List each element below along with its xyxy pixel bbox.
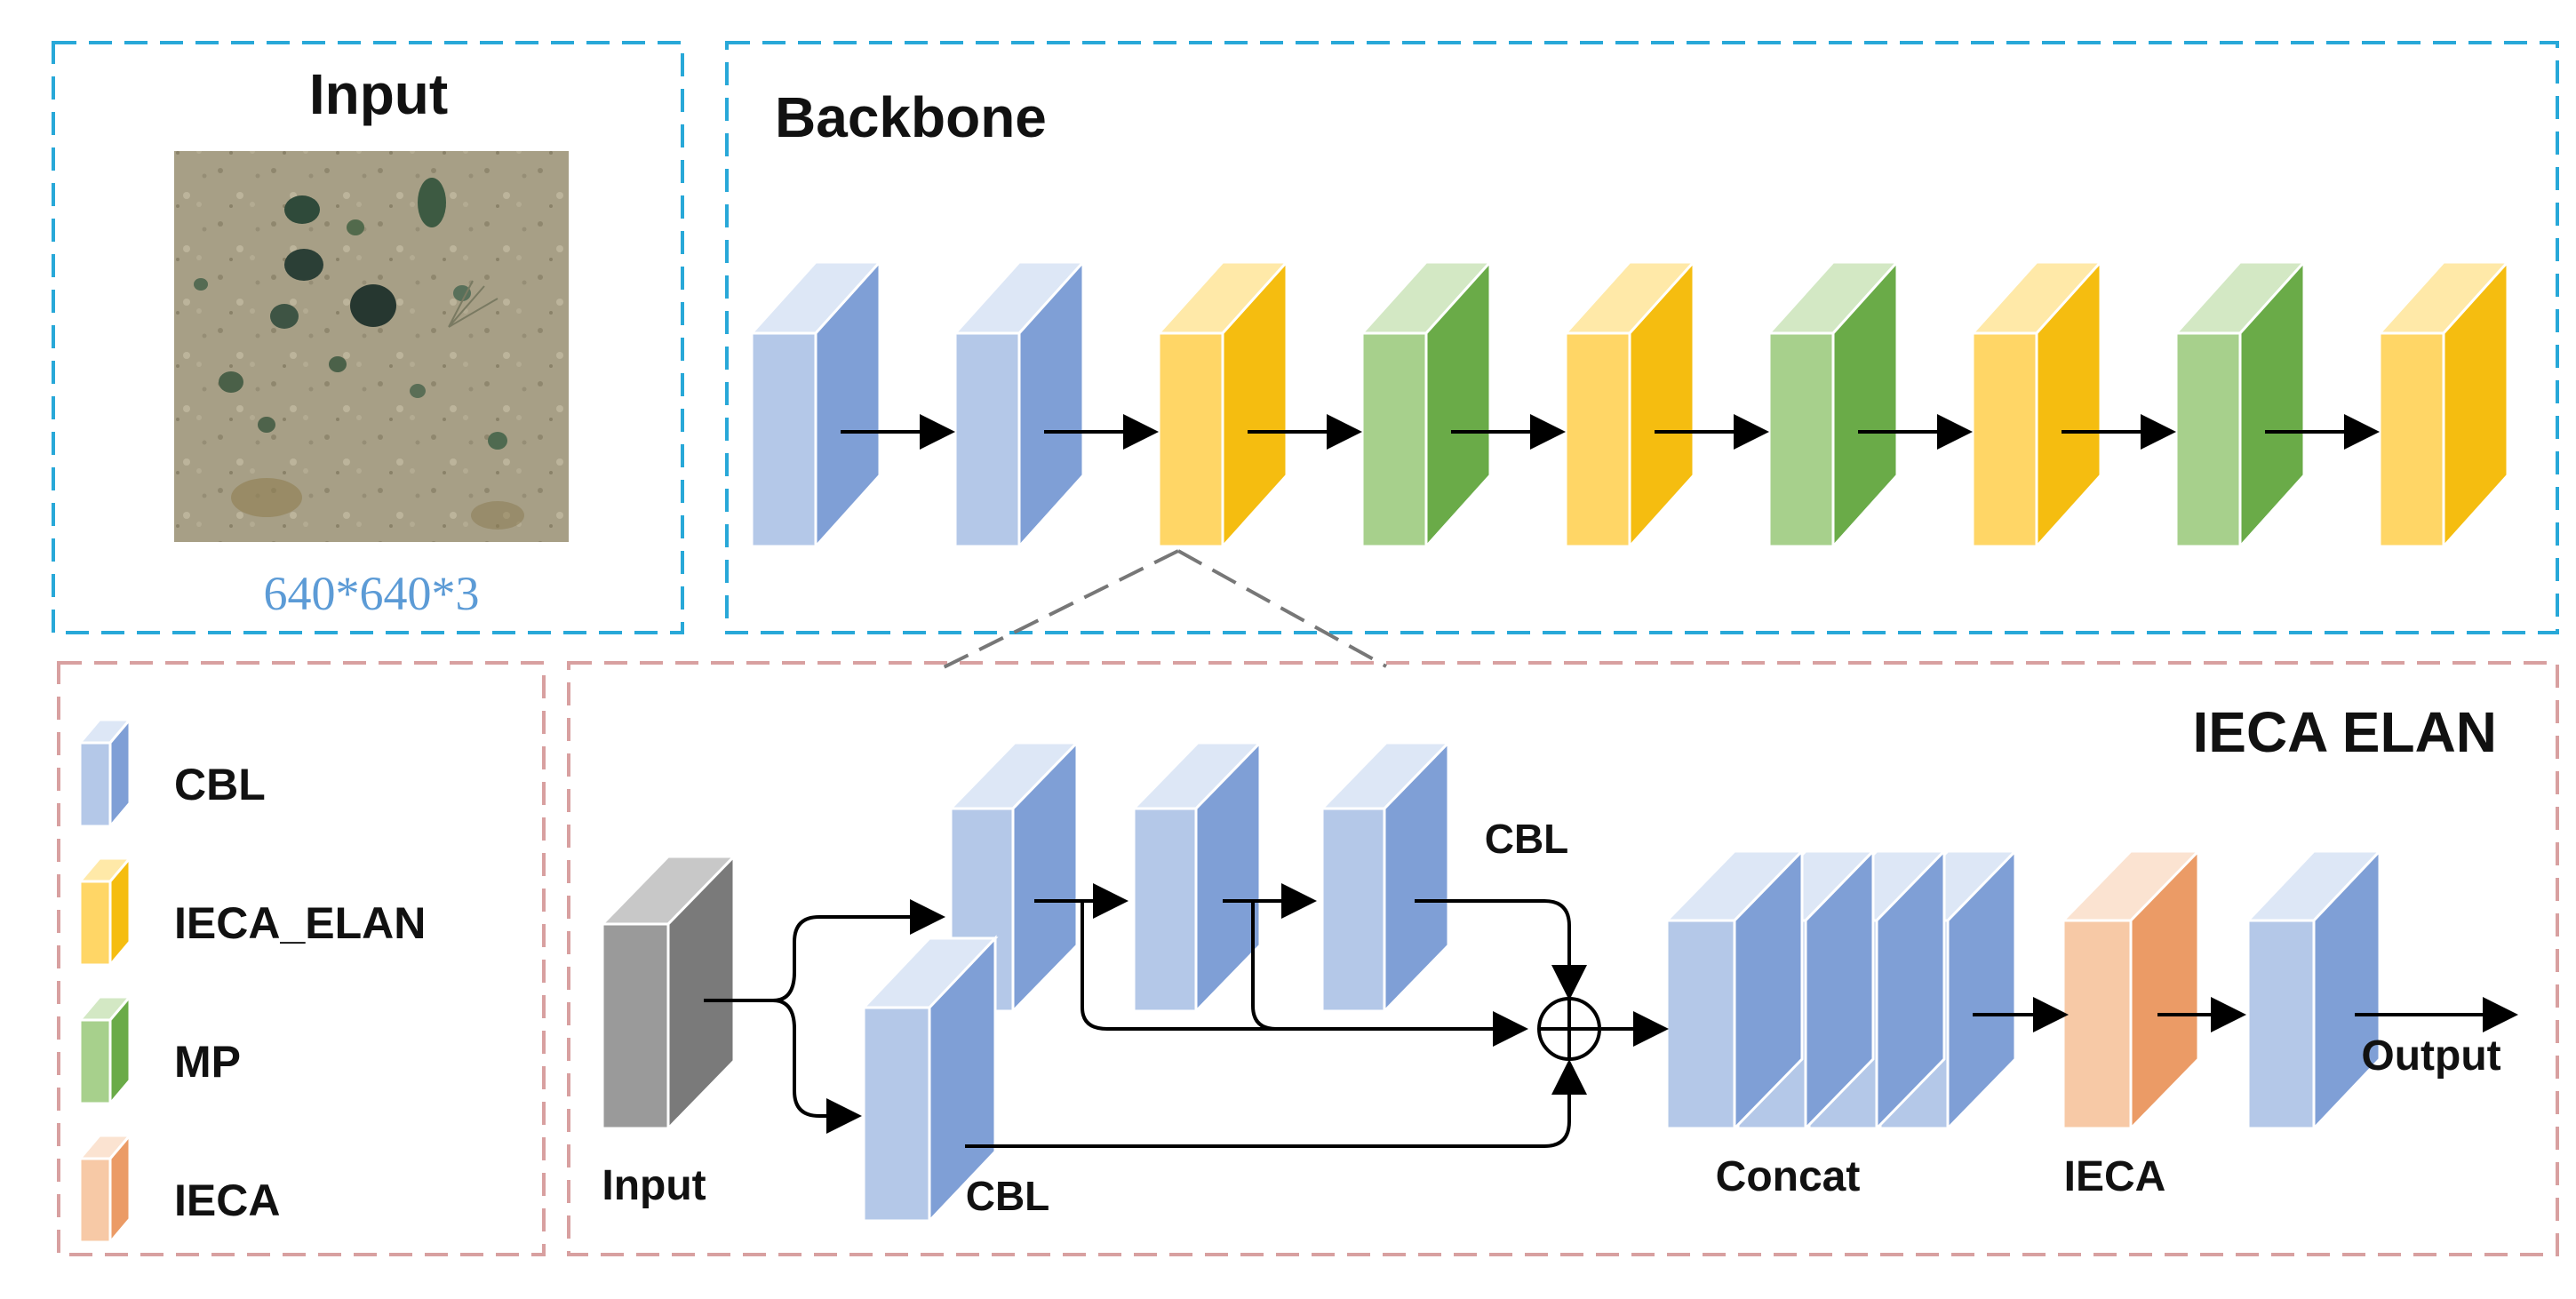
top-cbl-label: CBL xyxy=(1485,816,1569,862)
backbone-panel-title: Backbone xyxy=(775,85,1047,149)
concat-block-1 xyxy=(1663,848,1806,1132)
elan-input-block xyxy=(599,853,738,1132)
legend-label-ieca: IECA xyxy=(174,1175,280,1225)
backbone-block-group xyxy=(748,259,2511,550)
branch-to-top-cbl-arrow xyxy=(772,899,945,1002)
ieca-elan-panel-border xyxy=(567,661,2559,1256)
input-panel-border xyxy=(52,41,684,634)
backbone-block-7-ieca-elan xyxy=(1969,259,2104,550)
zoom-line-right xyxy=(1177,549,1387,668)
image-size-caption: 640*640*3 xyxy=(264,567,480,620)
backbone-block-4-mp xyxy=(1359,259,1494,550)
input-panel-title: Input xyxy=(309,62,448,126)
ieca-label: IECA xyxy=(2064,1153,2166,1200)
elan-input-label: Input xyxy=(602,1162,706,1209)
backbone-block-1-cbl xyxy=(748,259,883,550)
backbone-block-5-ieca-elan xyxy=(1562,259,1697,550)
elan-cbl-block-3 xyxy=(1319,739,1452,1015)
elan-ieca-block xyxy=(2060,848,2202,1132)
elan-cbl-bottom-block xyxy=(860,935,999,1224)
legend-panel-border xyxy=(57,661,546,1256)
legend-item-group: CBL IECA_ELAN MP IECA xyxy=(76,715,426,1247)
backbone-block-9-ieca-elan xyxy=(2376,259,2511,550)
legend-label-mp: MP xyxy=(174,1037,241,1087)
backbone-block-3-ieca-elan xyxy=(1155,259,1290,550)
cbl3-to-sum-arrow xyxy=(1415,899,1587,1000)
legend-swatch-cbl xyxy=(76,715,133,831)
elan-final-cbl-block xyxy=(2245,848,2383,1132)
cbl2-tap-line xyxy=(1251,901,1277,1031)
aerial-image xyxy=(174,151,569,542)
legend-swatch-ieca-elan xyxy=(76,854,133,969)
backbone-block-8-mp xyxy=(2173,259,2308,550)
legend-label-cbl: CBL xyxy=(174,760,266,809)
legend-swatch-ieca xyxy=(76,1131,133,1247)
ieca-elan-panel-title: IECA ELAN xyxy=(2192,700,2497,764)
legend-label-ieca-elan: IECA_ELAN xyxy=(174,898,426,948)
ieca-elan-block-group xyxy=(599,739,2383,1224)
concat-label: Concat xyxy=(1716,1153,1861,1200)
zoom-line-left xyxy=(934,549,1179,673)
legend-swatch-mp xyxy=(76,992,133,1108)
output-label: Output xyxy=(2361,1032,2500,1080)
cbl1-tap-to-sum-arrow xyxy=(1081,901,1528,1047)
elan-cbl-block-2 xyxy=(1130,739,1264,1015)
bottom-cbl-label: CBL xyxy=(966,1173,1050,1219)
ieca-elan-connections xyxy=(704,883,2518,1148)
sum-node xyxy=(1537,997,1601,1061)
backbone-block-6-mp xyxy=(1766,259,1901,550)
branch-to-bottom-cbl-arrow xyxy=(772,999,862,1134)
bottom-cbl-to-sum-arrow xyxy=(965,1059,1587,1148)
backbone-block-2-cbl xyxy=(952,259,1087,550)
